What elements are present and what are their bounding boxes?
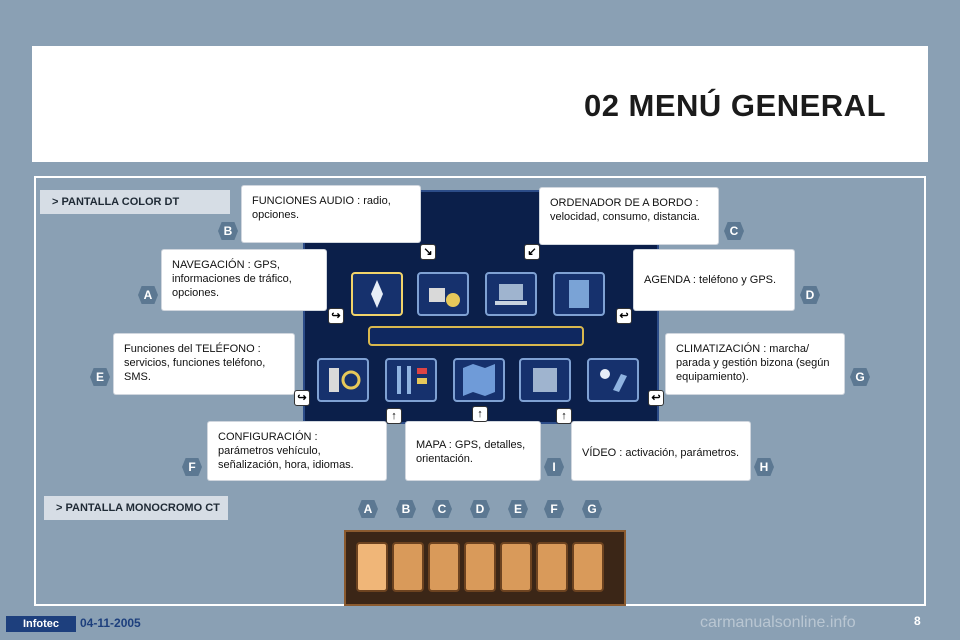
audio-tile[interactable] xyxy=(417,272,469,316)
page-number: 8 xyxy=(914,614,921,628)
arrow-settings-icon: ↑ xyxy=(386,408,402,424)
menu-label-bar xyxy=(368,326,584,346)
arrow-audio-icon: ↘ xyxy=(420,244,436,260)
arrow-computer-icon: ↙ xyxy=(524,244,540,260)
mono-badge-c: C xyxy=(432,500,452,518)
section-color-label: > PANTALLA COLOR DT xyxy=(40,190,230,214)
mono-badge-g: G xyxy=(582,500,602,518)
callout-climate: CLIMATIZACIÓN : marcha/ parada y gestión… xyxy=(666,334,844,394)
badge-e: E xyxy=(90,368,110,386)
navigation-tile[interactable] xyxy=(351,272,403,316)
compass-icon xyxy=(371,280,383,308)
mono-badge-a: A xyxy=(358,500,378,518)
callout-agenda: AGENDA : teléfono y GPS. xyxy=(634,250,794,310)
footer-logo: Infotec xyxy=(6,616,76,632)
video-tile[interactable] xyxy=(519,358,571,402)
radio-icon xyxy=(429,288,460,307)
badge-g: G xyxy=(850,368,870,386)
map-icon xyxy=(463,364,495,396)
mono-audio-tile[interactable] xyxy=(392,542,424,592)
callout-map: MAPA : GPS, detalles, orientación. xyxy=(406,422,540,480)
mono-badge-f: F xyxy=(544,500,564,518)
badge-h: H xyxy=(754,458,774,476)
callout-navigation: NAVEGACIÓN : GPS, informaciones de tráfi… xyxy=(162,250,326,310)
badge-c: C xyxy=(724,222,744,240)
badge-b: B xyxy=(218,222,238,240)
sliders-icon xyxy=(397,366,427,394)
mono-climate-tile[interactable] xyxy=(572,542,604,592)
phone-icon xyxy=(329,368,361,392)
mono-phone-tile[interactable] xyxy=(500,542,532,592)
mono-badge-b: B xyxy=(396,500,416,518)
badge-f: F xyxy=(182,458,202,476)
laptop-icon xyxy=(495,284,527,305)
climate-tile[interactable] xyxy=(587,358,639,402)
arrow-map-icon: ↑ xyxy=(472,406,488,422)
mono-badge-e: E xyxy=(508,500,528,518)
arrow-phone-icon: ↪ xyxy=(294,390,310,406)
mono-navigation-tile[interactable] xyxy=(356,542,388,592)
arrow-agenda-icon: ↩ xyxy=(616,308,632,324)
callout-video: VÍDEO : activación, parámetros. xyxy=(572,422,750,480)
callout-audio: FUNCIONES AUDIO : radio, opciones. xyxy=(242,186,420,242)
mono-computer-tile[interactable] xyxy=(428,542,460,592)
badge-i: I xyxy=(544,458,564,476)
watermark: carmanualsonline.info xyxy=(700,614,856,631)
section-mono-label: > PANTALLA MONOCROMO CT xyxy=(44,496,228,520)
callout-computer: ORDENADOR DE A BORDO : velocidad, consum… xyxy=(540,188,718,244)
mono-agenda-tile[interactable] xyxy=(464,542,496,592)
map-tile[interactable] xyxy=(453,358,505,402)
settings-tile[interactable] xyxy=(385,358,437,402)
callout-settings: CONFIGURACIÓN : parámetros vehículo, señ… xyxy=(208,422,386,480)
badge-d: D xyxy=(800,286,820,304)
arrow-video-icon: ↑ xyxy=(556,408,572,424)
computer-tile[interactable] xyxy=(485,272,537,316)
phone-tile[interactable] xyxy=(317,358,369,402)
address-book-icon xyxy=(569,280,589,308)
mono-settings-tile[interactable] xyxy=(536,542,568,592)
agenda-tile[interactable] xyxy=(553,272,605,316)
callout-phone: Funciones del TELÉFONO : servicios, func… xyxy=(114,334,294,394)
mono-badge-d: D xyxy=(470,500,490,518)
header-panel xyxy=(32,46,928,162)
arrow-navigation-icon: ↪ xyxy=(328,308,344,324)
footer-date: 04-11-2005 xyxy=(80,616,141,630)
arrow-climate-icon: ↩ xyxy=(648,390,664,406)
climate-seat-icon xyxy=(600,369,627,392)
disc-icon xyxy=(533,368,557,392)
mono-screen xyxy=(344,530,626,606)
badge-a: A xyxy=(138,286,158,304)
page-title: 02 MENÚ GENERAL xyxy=(583,88,886,123)
